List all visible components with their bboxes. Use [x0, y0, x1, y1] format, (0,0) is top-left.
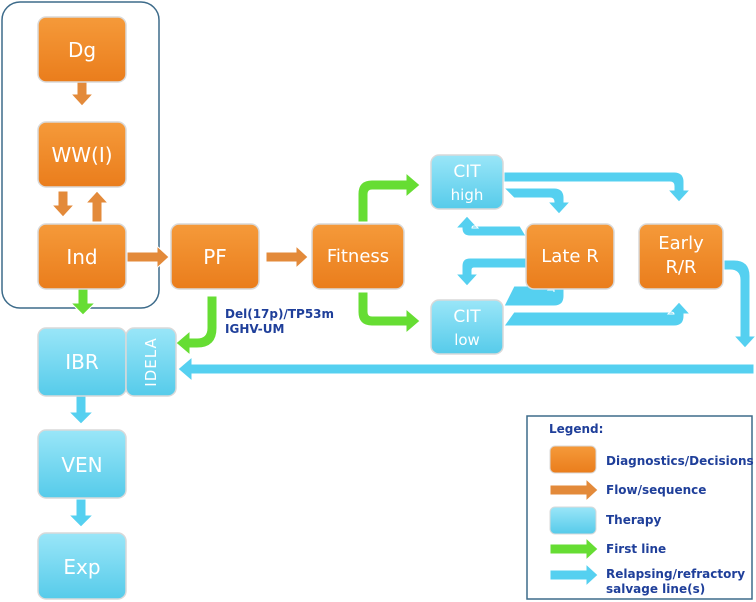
salvage-arrow-late-cit-low — [454, 257, 527, 287]
orange-box-icon — [549, 445, 597, 474]
legend: Legend: Diagnostics/Decisions Flow/seque… — [526, 415, 754, 600]
salvage-arrow-cit-low-early — [503, 301, 692, 327]
node-ind-label: Ind — [66, 245, 97, 269]
flow-arrow-dg-ww — [69, 81, 95, 107]
node-fitness-box — [311, 223, 405, 290]
node-labels: Dg WW(I) Ind PF Fitness CIT high CIT low… — [51, 38, 704, 579]
node-ibr-label: IBR — [65, 350, 99, 374]
legend-item-therapy: Therapy — [606, 513, 661, 527]
first-line-arrows — [69, 171, 421, 357]
flow-arrow-ind-ww — [84, 190, 110, 223]
legend-item-flow: Flow/sequence — [606, 483, 706, 497]
salvage-arrow-late-cit-high — [454, 215, 527, 237]
node-idela-box — [125, 327, 177, 397]
salvage-arrow-cit-high-late — [502, 187, 572, 215]
legend-item-salvage-2: salvage line(s) — [606, 582, 705, 596]
node-pf-label: PF — [203, 245, 227, 269]
node-pf-box — [170, 223, 260, 290]
node-cit-low-label-2: low — [454, 331, 480, 349]
first-line-arrow-pf-ibr — [175, 295, 218, 357]
node-ww-label: WW(I) — [51, 143, 112, 167]
node-ww-box — [37, 121, 127, 188]
node-late-r-box — [525, 223, 615, 290]
therapy-nodes — [37, 154, 504, 600]
node-dg-box — [37, 16, 127, 83]
legend-item-salvage-1: Relapsing/refractory — [606, 567, 745, 581]
blue-arrow-icon — [549, 562, 599, 588]
node-early-rr-box — [638, 223, 724, 290]
flow-arrow-ind-pf — [126, 244, 170, 270]
flow-arrows — [50, 81, 309, 270]
node-cit-high-box — [430, 154, 504, 210]
flow-arrow-pf-fitness — [265, 244, 309, 270]
node-fitness-label: Fitness — [327, 246, 389, 267]
flow-arrow-ww-ind — [50, 190, 76, 218]
green-arrow-icon — [549, 536, 599, 562]
first-line-arrow-fitness-cit-low — [357, 291, 421, 335]
node-cit-low-box — [430, 299, 504, 355]
annotation-del17p: Del(17p)/TP53m — [225, 307, 334, 321]
salvage-arrow-ibr-ven — [67, 395, 95, 425]
legend-item-decisions: Diagnostics/Decisions — [606, 454, 754, 468]
decision-nodes — [37, 16, 724, 290]
orange-arrow-icon — [549, 477, 599, 503]
node-exp-label: Exp — [63, 555, 100, 579]
node-cit-high-label-2: high — [451, 186, 484, 204]
node-ven-label: VEN — [61, 453, 102, 477]
blue-box-icon — [549, 506, 597, 535]
first-line-arrow-fitness-cit-high — [357, 171, 421, 223]
legend-title: Legend: — [549, 422, 603, 436]
salvage-arrow-return-ibr — [177, 355, 755, 383]
node-late-r-label: Late R — [541, 246, 598, 267]
node-early-label-2: R/R — [665, 257, 696, 278]
node-idela-label: IDELA — [142, 337, 160, 386]
salvage-arrow-ven-exp — [67, 498, 95, 528]
annotation-ighv: IGHV-UM — [225, 322, 284, 336]
node-dg-label: Dg — [68, 38, 96, 62]
node-ind-box — [37, 223, 127, 290]
node-early-label-1: Early — [658, 233, 704, 254]
first-line-arrow-ind-ibr — [69, 288, 97, 316]
legend-item-first-line: First line — [606, 542, 666, 556]
node-cit-low-label-1: CIT — [453, 307, 481, 327]
salvage-arrow-early-ibr — [723, 259, 756, 349]
node-ven-box — [37, 429, 127, 499]
node-exp-box — [37, 532, 127, 600]
salvage-arrow-cit-high-early — [503, 171, 692, 203]
node-cit-high-label-1: CIT — [453, 162, 481, 182]
